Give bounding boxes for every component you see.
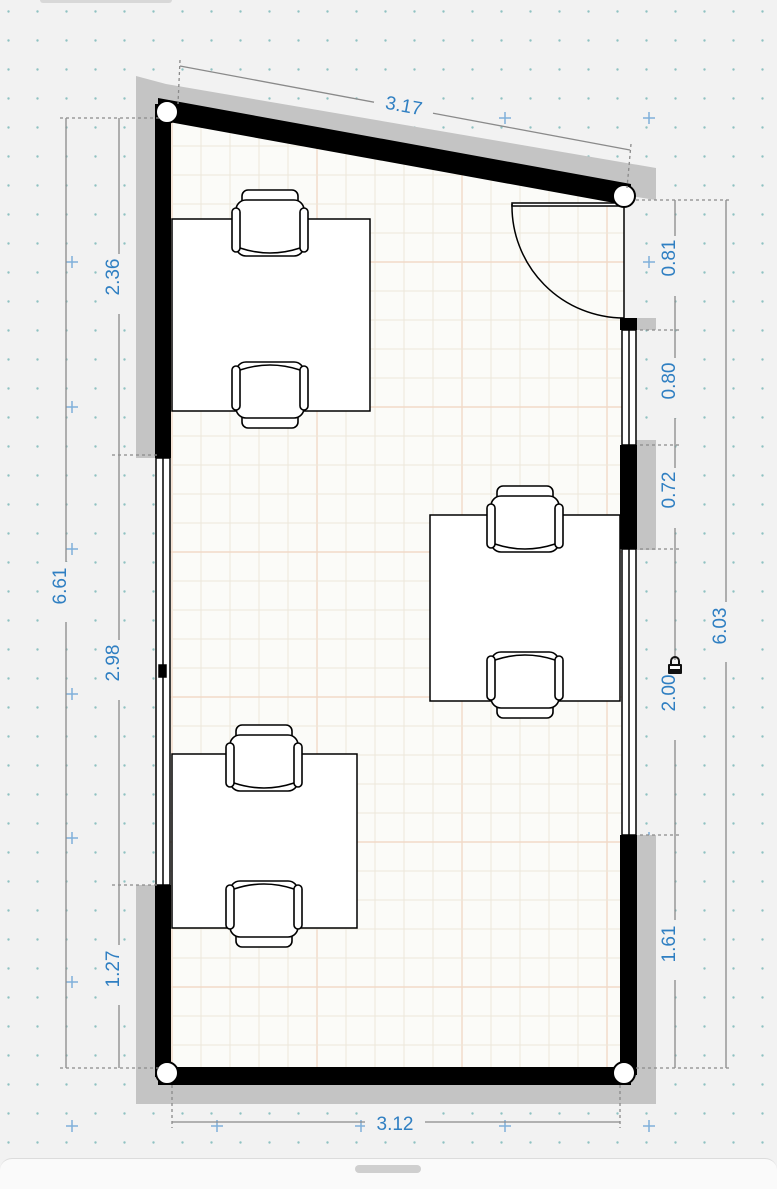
wall-right-mid <box>620 445 637 549</box>
dim-right-total[interactable]: 6.03 <box>710 608 731 645</box>
chair[interactable] <box>486 651 564 719</box>
wall-top <box>158 98 631 206</box>
dim-bottom-wall[interactable]: 3.12 <box>377 1114 414 1135</box>
dim-left-total[interactable]: 6.61 <box>50 568 71 605</box>
dim-left-window[interactable]: 2.98 <box>103 645 124 682</box>
dim-right-door[interactable]: 0.81 <box>659 240 680 277</box>
wall-right-lower <box>620 835 637 1075</box>
corner-handle[interactable] <box>155 100 179 124</box>
furniture-layer <box>171 189 621 948</box>
desk-group[interactable] <box>171 724 358 948</box>
wall-right-stub <box>620 318 637 330</box>
plus-markers <box>66 112 655 1132</box>
wall-left-upper <box>155 104 171 458</box>
window-right-lower <box>621 548 637 836</box>
corner-handle[interactable] <box>612 184 636 208</box>
dim-left-upper-wall[interactable]: 2.36 <box>103 259 124 296</box>
desk-group[interactable] <box>429 485 621 719</box>
corner-handles[interactable] <box>155 100 636 1085</box>
chair[interactable] <box>225 724 303 792</box>
corner-handle[interactable] <box>612 1061 636 1085</box>
chair[interactable] <box>225 880 303 948</box>
dim-right-window-lower[interactable]: 2.00 <box>659 675 680 712</box>
bottom-sheet[interactable] <box>0 1158 777 1189</box>
dim-right-wall-mid[interactable]: 0.72 <box>659 472 680 509</box>
dim-right-window-upper[interactable]: 0.80 <box>659 363 680 400</box>
chair[interactable] <box>231 361 309 429</box>
walls <box>155 98 637 1085</box>
window-left <box>155 457 171 886</box>
corner-handle[interactable] <box>155 1061 179 1085</box>
desk-group[interactable] <box>171 189 371 429</box>
wall-bottom <box>158 1067 631 1085</box>
lock-icon[interactable] <box>668 656 682 674</box>
chair[interactable] <box>486 485 564 553</box>
dim-right-lower-wall[interactable]: 1.61 <box>659 926 680 963</box>
dim-left-lower-wall[interactable]: 1.27 <box>103 951 124 988</box>
window-right-upper <box>621 329 637 446</box>
sheet-drag-handle[interactable] <box>355 1165 421 1173</box>
chair[interactable] <box>231 189 309 257</box>
wall-left-lower <box>155 885 171 1077</box>
dimension-labels: 3.17 3.12 6.61 2.36 2.98 1.27 6.03 0.81 … <box>50 93 731 1135</box>
windows <box>155 329 637 886</box>
